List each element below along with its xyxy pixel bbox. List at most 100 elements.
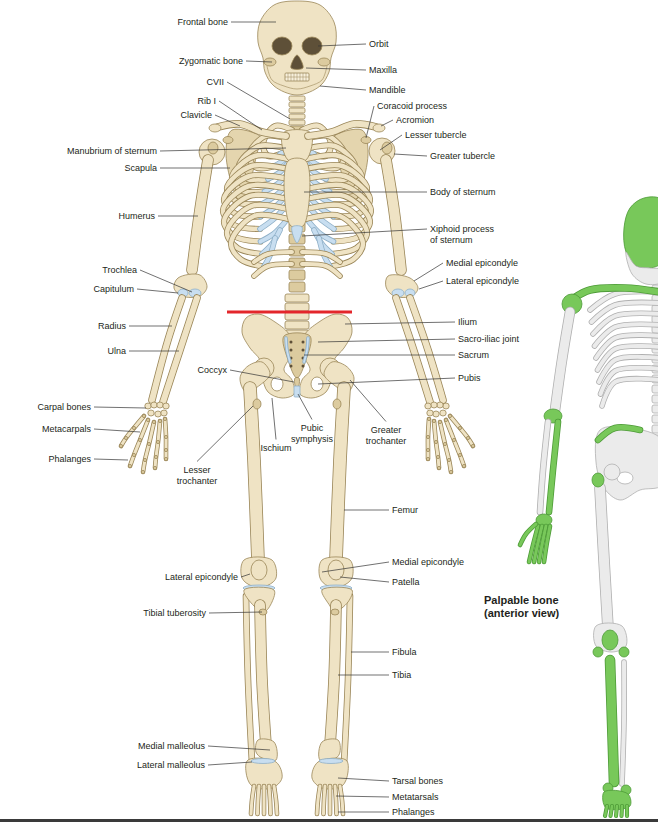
ankle-cartilage — [251, 759, 275, 764]
leader-line — [231, 22, 276, 23]
leader-line — [272, 398, 276, 440]
sacrum — [283, 333, 311, 378]
finger-joint — [132, 453, 135, 456]
finger-joint — [452, 438, 455, 441]
femur — [336, 388, 344, 560]
patella — [602, 630, 618, 650]
fibula — [246, 596, 252, 762]
leader-line — [318, 339, 455, 342]
leader-line — [318, 378, 455, 384]
bone-label: Pubic symphysis — [287, 423, 337, 445]
bone-label: Orbit — [369, 39, 389, 50]
finger-joint — [462, 464, 465, 467]
cervical-vertebra — [289, 114, 305, 119]
leader-line — [230, 370, 294, 382]
leader-line — [338, 812, 389, 813]
finger-joint — [458, 426, 461, 429]
tibia — [330, 605, 336, 745]
leader-line — [215, 115, 240, 126]
thumb — [520, 524, 536, 545]
sacro-iliac-joint — [304, 338, 308, 362]
ulna — [410, 298, 443, 400]
leader-line — [351, 652, 389, 653]
sacral-foramen — [302, 349, 305, 352]
leader-line — [137, 289, 178, 293]
leader-line — [318, 44, 366, 46]
bone-label: Femur — [392, 505, 418, 516]
clavicle — [218, 124, 286, 136]
leader-line — [160, 148, 286, 151]
fibula — [344, 596, 350, 764]
toe — [605, 806, 607, 816]
clavicle — [308, 124, 376, 136]
tibia — [610, 660, 614, 782]
bone-label: Manubrium of sternum — [67, 146, 157, 157]
finger-joint — [447, 458, 450, 461]
fibula — [622, 662, 624, 784]
femur — [250, 388, 258, 560]
finger-bone — [446, 420, 464, 466]
carpal-bone — [440, 410, 446, 416]
lesser-trochanter — [333, 399, 341, 409]
fibula — [246, 596, 252, 762]
finger-bone — [143, 422, 154, 472]
toe — [620, 806, 623, 816]
finger-bone — [450, 416, 473, 446]
leader-line — [304, 355, 455, 356]
carpal-bone — [425, 403, 431, 409]
leader-line — [350, 380, 386, 422]
coracoid-process — [223, 137, 233, 144]
leader-line — [209, 612, 262, 613]
carpal-bone — [443, 403, 449, 409]
finger-joint — [443, 442, 446, 445]
finger-joint — [124, 436, 127, 439]
ulna — [163, 298, 197, 402]
bone-label: Carpal bones — [37, 402, 91, 413]
radius — [540, 422, 548, 512]
finger-joint — [426, 457, 429, 460]
leader-line — [306, 68, 366, 70]
carpal-bone — [163, 403, 169, 409]
finger — [544, 526, 550, 562]
finger-joint — [152, 420, 155, 423]
ulna — [549, 422, 558, 512]
toe-bone — [324, 786, 326, 814]
toe-bone — [274, 786, 277, 814]
finger-joint — [438, 420, 441, 423]
carpal-bone — [161, 410, 167, 416]
leader-line — [94, 407, 146, 408]
leader-line — [298, 394, 312, 420]
clavicle — [218, 124, 286, 136]
toe-bone — [317, 786, 320, 814]
bone-label: Tibial tuberosity — [143, 608, 206, 619]
finger-joint — [426, 448, 429, 451]
finger-joint — [426, 435, 429, 438]
humerus — [555, 312, 570, 410]
leader-line — [302, 229, 427, 236]
leader-line — [338, 778, 389, 781]
bone-label: Medial epicondyle — [446, 258, 518, 269]
finger-joint — [436, 455, 439, 458]
nasal-cavity — [291, 55, 303, 69]
bone-label: Lesser tubercle — [405, 130, 467, 141]
finger-bone — [428, 419, 429, 459]
leader-line — [394, 154, 427, 156]
patella — [251, 560, 267, 580]
toe-bone — [324, 786, 326, 814]
humerus-distal — [386, 275, 418, 298]
finger-joint — [119, 444, 122, 447]
carpal-bone — [157, 402, 163, 408]
tibia — [260, 605, 266, 745]
iliac-crest — [598, 427, 640, 440]
finger-bone — [434, 421, 439, 468]
finger-joint — [156, 440, 159, 443]
sternum-body — [284, 158, 310, 227]
vertebra — [652, 415, 658, 423]
finger-bone — [143, 422, 154, 472]
finger-joint — [146, 418, 149, 421]
leader-line — [414, 263, 443, 281]
knee — [593, 647, 603, 657]
finger-joint — [427, 417, 430, 420]
acromion — [209, 124, 221, 132]
